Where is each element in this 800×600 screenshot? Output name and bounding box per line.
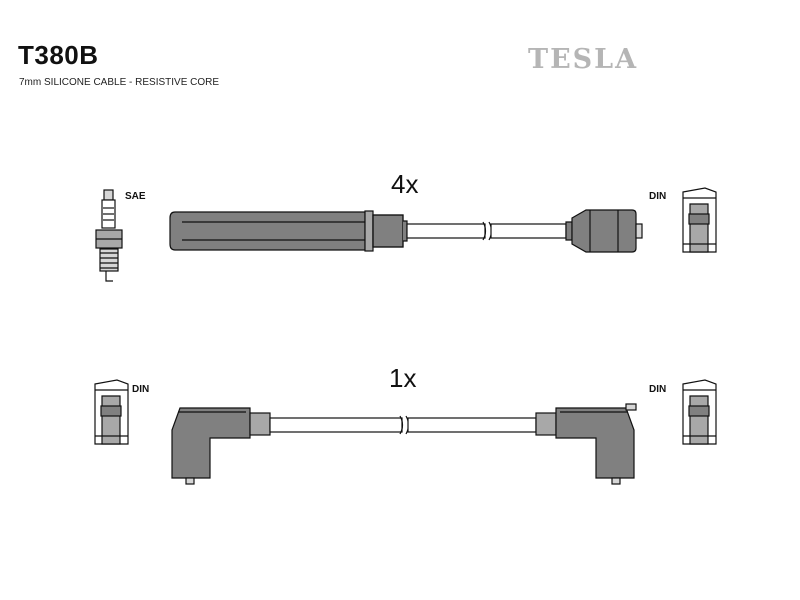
connector-label-sae: SAE bbox=[125, 191, 146, 202]
din-socket-icon bbox=[682, 379, 717, 445]
quantity-label-1x: 1x bbox=[389, 363, 416, 393]
wire-segment bbox=[269, 415, 537, 435]
din-socket-icon bbox=[682, 187, 717, 253]
connector-label-din-left: DIN bbox=[132, 384, 149, 395]
product-code: T380B bbox=[18, 40, 99, 70]
wire-segment bbox=[406, 221, 567, 241]
brand-logo: TESLA bbox=[528, 44, 639, 75]
angled-boot-left bbox=[171, 407, 271, 485]
cable-set-4x: 4x SAE bbox=[95, 169, 717, 282]
din-socket-icon bbox=[94, 379, 129, 445]
distributor-cap-connector bbox=[565, 209, 643, 253]
connector-label-din-top: DIN bbox=[649, 191, 666, 202]
angled-boot-right bbox=[535, 403, 637, 485]
plug-boot-straight bbox=[169, 210, 408, 252]
cable-description: 7mm SILICONE CABLE - RESISTIVE CORE bbox=[19, 77, 220, 88]
quantity-label-4x: 4x bbox=[391, 169, 418, 199]
cable-set-1x: 1x DIN bbox=[94, 363, 717, 485]
connector-label-din-right: DIN bbox=[649, 384, 666, 395]
spark-plug-icon bbox=[95, 189, 123, 282]
